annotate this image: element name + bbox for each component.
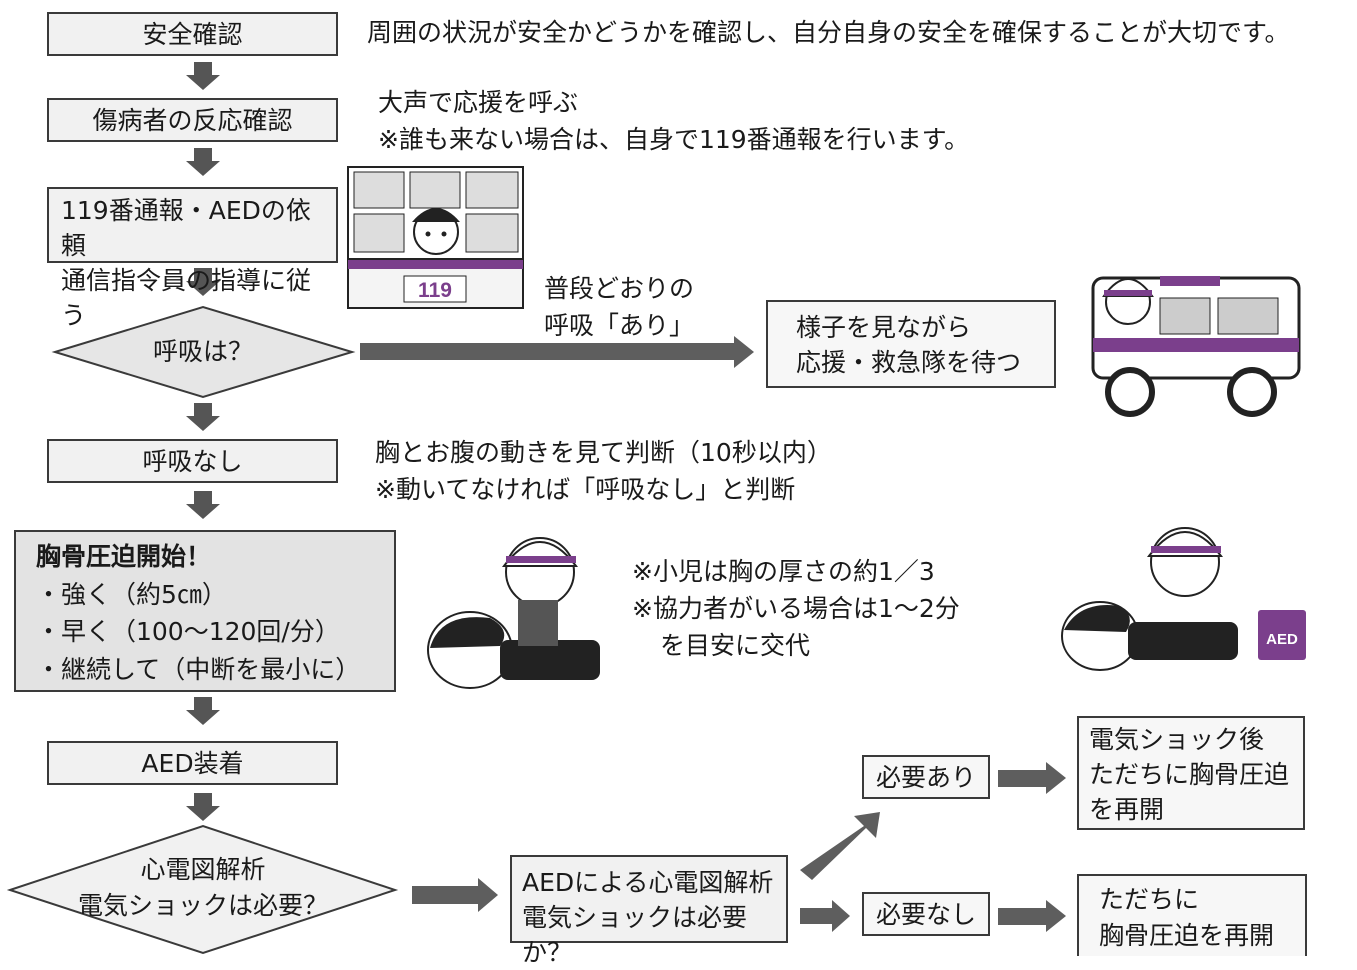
step-response-check-label: 傷病者の反応確認 <box>92 105 293 135</box>
cpr-point-continuous: ・継続して（中断を最小に） <box>36 654 361 684</box>
cpr-point-strong: ・強く（約5㎝） <box>36 579 227 609</box>
step-emergency-call-line-1: 119番通報・AEDの依頼 <box>61 196 311 260</box>
step-wait-line-2: 応援・救急隊を待つ <box>796 348 1022 377</box>
resume-line-2: 胸骨圧迫を再開 <box>1099 921 1275 951</box>
step-aed-attach: AED装着 <box>47 741 338 785</box>
resume-line-1: ただちに <box>1099 885 1200 914</box>
step-start-cpr: 胸骨圧迫開始！ ・強く（約5㎝） ・早く（100〜120回/分） ・継続して（中… <box>14 530 396 692</box>
cpr-illustration <box>427 537 600 689</box>
breathing-yes-label-2: 呼吸「あり」 <box>544 311 695 340</box>
branch-shock-not-needed-label: 必要なし <box>875 899 976 929</box>
breathing-decision-diamond <box>51 305 356 399</box>
breathing-question: 呼吸は？ <box>152 337 253 366</box>
cpr-note-2: ※協力者がいる場合は1〜2分 <box>632 594 960 623</box>
no-breathing-note-1: 胸とお腹の動きを見て判断（10秒以内） <box>375 438 832 467</box>
shock-line-2: ただちに胸骨圧迫 <box>1089 760 1290 789</box>
cpr-title: 胸骨圧迫開始！ <box>36 542 212 571</box>
arrow-right-breathing-yes <box>360 336 754 368</box>
response-note-1: 大声で応援を呼ぶ <box>378 88 579 117</box>
step-emergency-call: 119番通報・AEDの依頼 通信指令員の指導に従う <box>47 187 338 330</box>
branch-shock-not-needed: 必要なし <box>862 892 990 936</box>
arrow-right-to-not-needed <box>800 900 850 932</box>
arrow-down-7 <box>186 793 220 821</box>
step-no-breathing-label: 呼吸なし <box>142 446 243 476</box>
shock-line-1: 電気ショック後 <box>1089 725 1265 754</box>
arrow-right-to-shock <box>998 762 1066 794</box>
ecg-decision-diamond <box>6 824 399 955</box>
step-aed-analysis: AEDによる心電図解析 電気ショックは必要か？ <box>510 855 788 967</box>
step-aed-attach-label: AED装着 <box>141 748 244 778</box>
branch-shock-needed-label: 必要あり <box>875 762 976 792</box>
step-resume-cpr: ただちに 胸骨圧迫を再開 <box>1077 874 1307 956</box>
step-wait-line-1: 様子を見ながら <box>796 313 972 342</box>
step-wait-for-help: 様子を見ながら 応援・救急隊を待つ <box>766 300 1056 388</box>
arrow-down-2 <box>186 148 220 176</box>
arrow-down-5 <box>186 491 220 519</box>
ecg-question-line-1: 心電図解析 <box>140 855 266 884</box>
aed-analysis-line-2: 電気ショックは必要か？ <box>522 903 748 967</box>
dispatcher-illustration <box>347 166 524 309</box>
cpr-point-fast: ・早く（100〜120回/分） <box>36 617 340 646</box>
breathing-yes-label-1: 普段どおりの <box>544 274 695 303</box>
shock-line-3: を再開 <box>1089 795 1165 824</box>
step-emergency-call-line-2: 通信指令員の指導に従う <box>61 266 312 330</box>
step-safety-check: 安全確認 <box>47 12 338 56</box>
arrow-right-to-resume <box>998 900 1066 932</box>
arrow-down-6 <box>186 697 220 725</box>
safety-note: 周囲の状況が安全かどうかを確認し、自分自身の安全を確保することが大切です。 <box>367 18 1290 47</box>
aed-device-label: AED <box>1266 631 1298 648</box>
arrow-down-4 <box>186 403 220 431</box>
step-response-check: 傷病者の反応確認 <box>47 98 338 142</box>
cpr-note-3: を目安に交代 <box>660 631 811 660</box>
ecg-question-line-2: 電気ショックは必要？ <box>77 891 328 921</box>
aed-analysis-line-1: AEDによる心電図解析 <box>522 868 774 897</box>
step-shock-then-cpr: 電気ショック後 ただちに胸骨圧迫 を再開 <box>1077 716 1305 830</box>
ecg-question: 心電図解析 電気ショックは必要？ <box>60 852 346 925</box>
ambulance-illustration <box>1091 276 1301 417</box>
step-safety-check-label: 安全確認 <box>142 19 243 49</box>
arrow-down-1 <box>186 62 220 90</box>
aed-use-illustration <box>1061 527 1306 671</box>
arrow-diagonal-needed <box>800 812 880 880</box>
branch-shock-needed: 必要あり <box>862 755 990 799</box>
no-breathing-note-2: ※動いてなければ「呼吸なし」と判断 <box>375 475 796 504</box>
call-sign-text: 119 <box>418 279 452 302</box>
cpr-note-1: ※小児は胸の厚さの約1／3 <box>632 557 935 586</box>
step-no-breathing: 呼吸なし <box>47 439 338 483</box>
arrow-right-to-analysis <box>412 878 498 912</box>
response-note-2: ※誰も来ない場合は、自身で119番通報を行います。 <box>378 125 970 154</box>
